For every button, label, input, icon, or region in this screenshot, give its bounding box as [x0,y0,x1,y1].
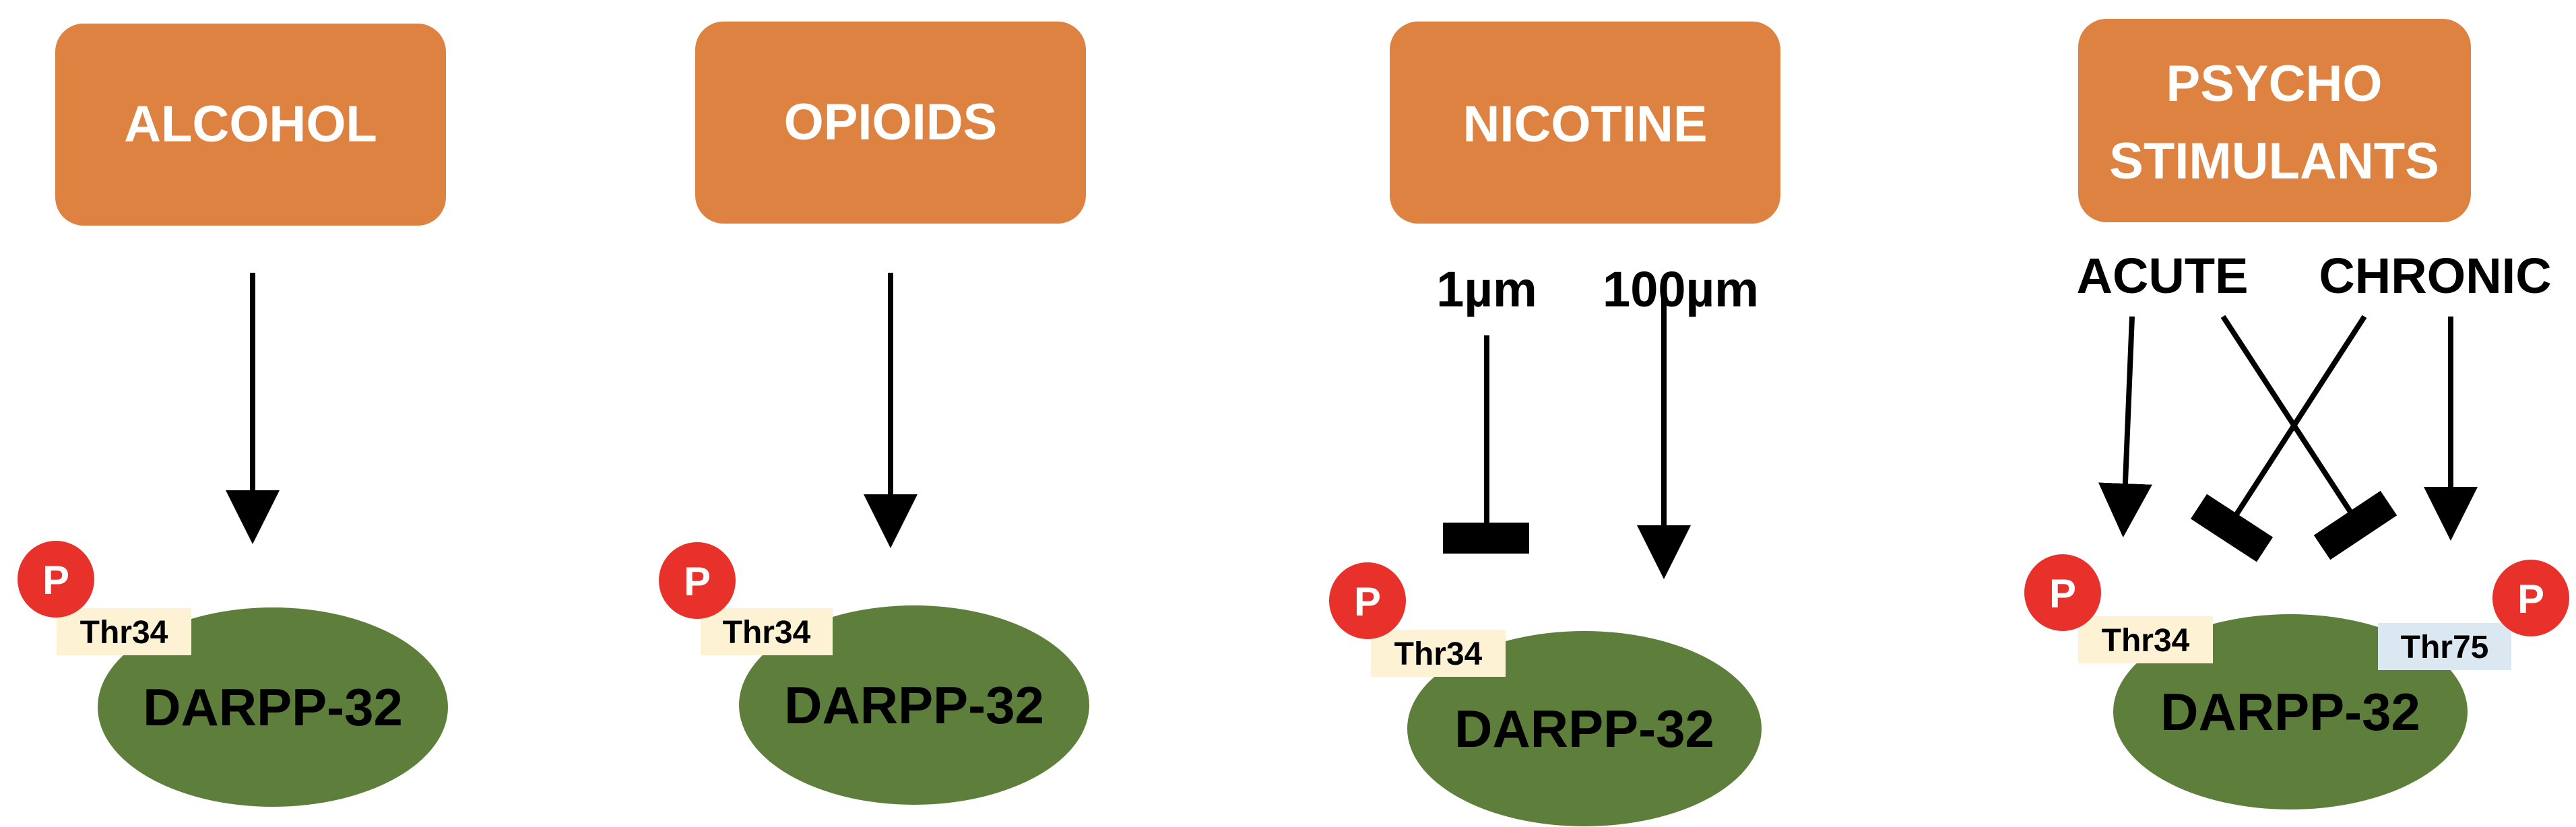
site-label-thr34-psychostimulants: Thr34 [2102,623,2190,659]
drug-label-psycho: PSYCHO [2166,55,2383,112]
protein-label-nicotine: DARPP-32 [1454,699,1714,758]
condition-label-100um: 100µm [1603,261,1759,317]
phospho-label-alcohol: P [42,558,69,603]
phospho-label-thr34-psychostimulants: P [2049,571,2076,616]
inhibition-bar-chronic-thr34 [2190,494,2274,562]
protein-label-alcohol: DARPP-32 [143,677,403,737]
drug-label-opioids: OPIOIDS [784,94,998,151]
protein-ellipse-nicotine [1407,631,1762,826]
phospho-label-opioids: P [684,559,711,604]
inhibition-bar-acute-thr75 [2313,490,2397,560]
condition-label-acute: ACUTE [2077,248,2249,304]
phospho-badge-thr75-psychostimulants [2492,560,2569,636]
drug-label-nicotine: NICOTINE [1462,96,1707,153]
drug-box-nicotine [1390,22,1780,224]
site-tag-thr34-psychostimulants [2078,616,2213,663]
site-tag-thr34-opioids [701,608,833,655]
protein-label-psychostimulants: DARPP-32 [2160,682,2420,741]
panel-nicotine: NICOTINE 1µm 100µm DARPP-32 Thr34 P [1329,22,1780,826]
activation-arrow-acute-thr34 [2098,316,2152,537]
inhibition-bar-1um [1443,523,1529,554]
site-tag-thr34-alcohol [57,608,191,655]
site-label-thr34-alcohol: Thr34 [80,615,168,651]
phospho-badge-alcohol [18,541,94,618]
drug-label-stimulants: STIMULANTS [2109,133,2439,190]
inhibition-line-acute-thr75 [2220,315,2356,518]
phospho-badge-opioids [659,542,736,619]
phospho-label-thr75-psychostimulants: P [2517,576,2544,622]
drug-box-alcohol [55,24,446,226]
site-label-thr34-nicotine: Thr34 [1394,636,1483,672]
site-tag-thr34-nicotine [1371,630,1506,677]
drug-label-alcohol: ALCOHOL [124,96,377,153]
condition-label-chronic: CHRONIC [2319,248,2551,304]
drug-box-opioids [695,22,1086,224]
panel-alcohol: ALCOHOL DARPP-32 Thr34 P [18,24,448,807]
protein-label-opioids: DARPP-32 [784,675,1044,735]
site-label-thr75-psychostimulants: Thr75 [2401,630,2489,665]
phospho-badge-nicotine [1329,562,1406,639]
inhibition-line-chronic-thr34 [2231,315,2367,521]
condition-label-1um: 1µm [1436,261,1537,317]
protein-ellipse-alcohol [98,607,448,807]
panel-psychostimulants: PSYCHO STIMULANTS ACUTE CHRONIC DARPP-32… [2024,19,2569,809]
phospho-label-nicotine: P [1354,579,1381,624]
site-label-thr34-opioids: Thr34 [723,615,811,651]
phospho-badge-thr34-psychostimulants [2024,554,2101,631]
site-tag-thr75-psychostimulants [2378,623,2511,670]
panel-opioids: OPIOIDS DARPP-32 Thr34 P [659,22,1089,805]
drug-box-psychostimulants [2078,19,2471,222]
